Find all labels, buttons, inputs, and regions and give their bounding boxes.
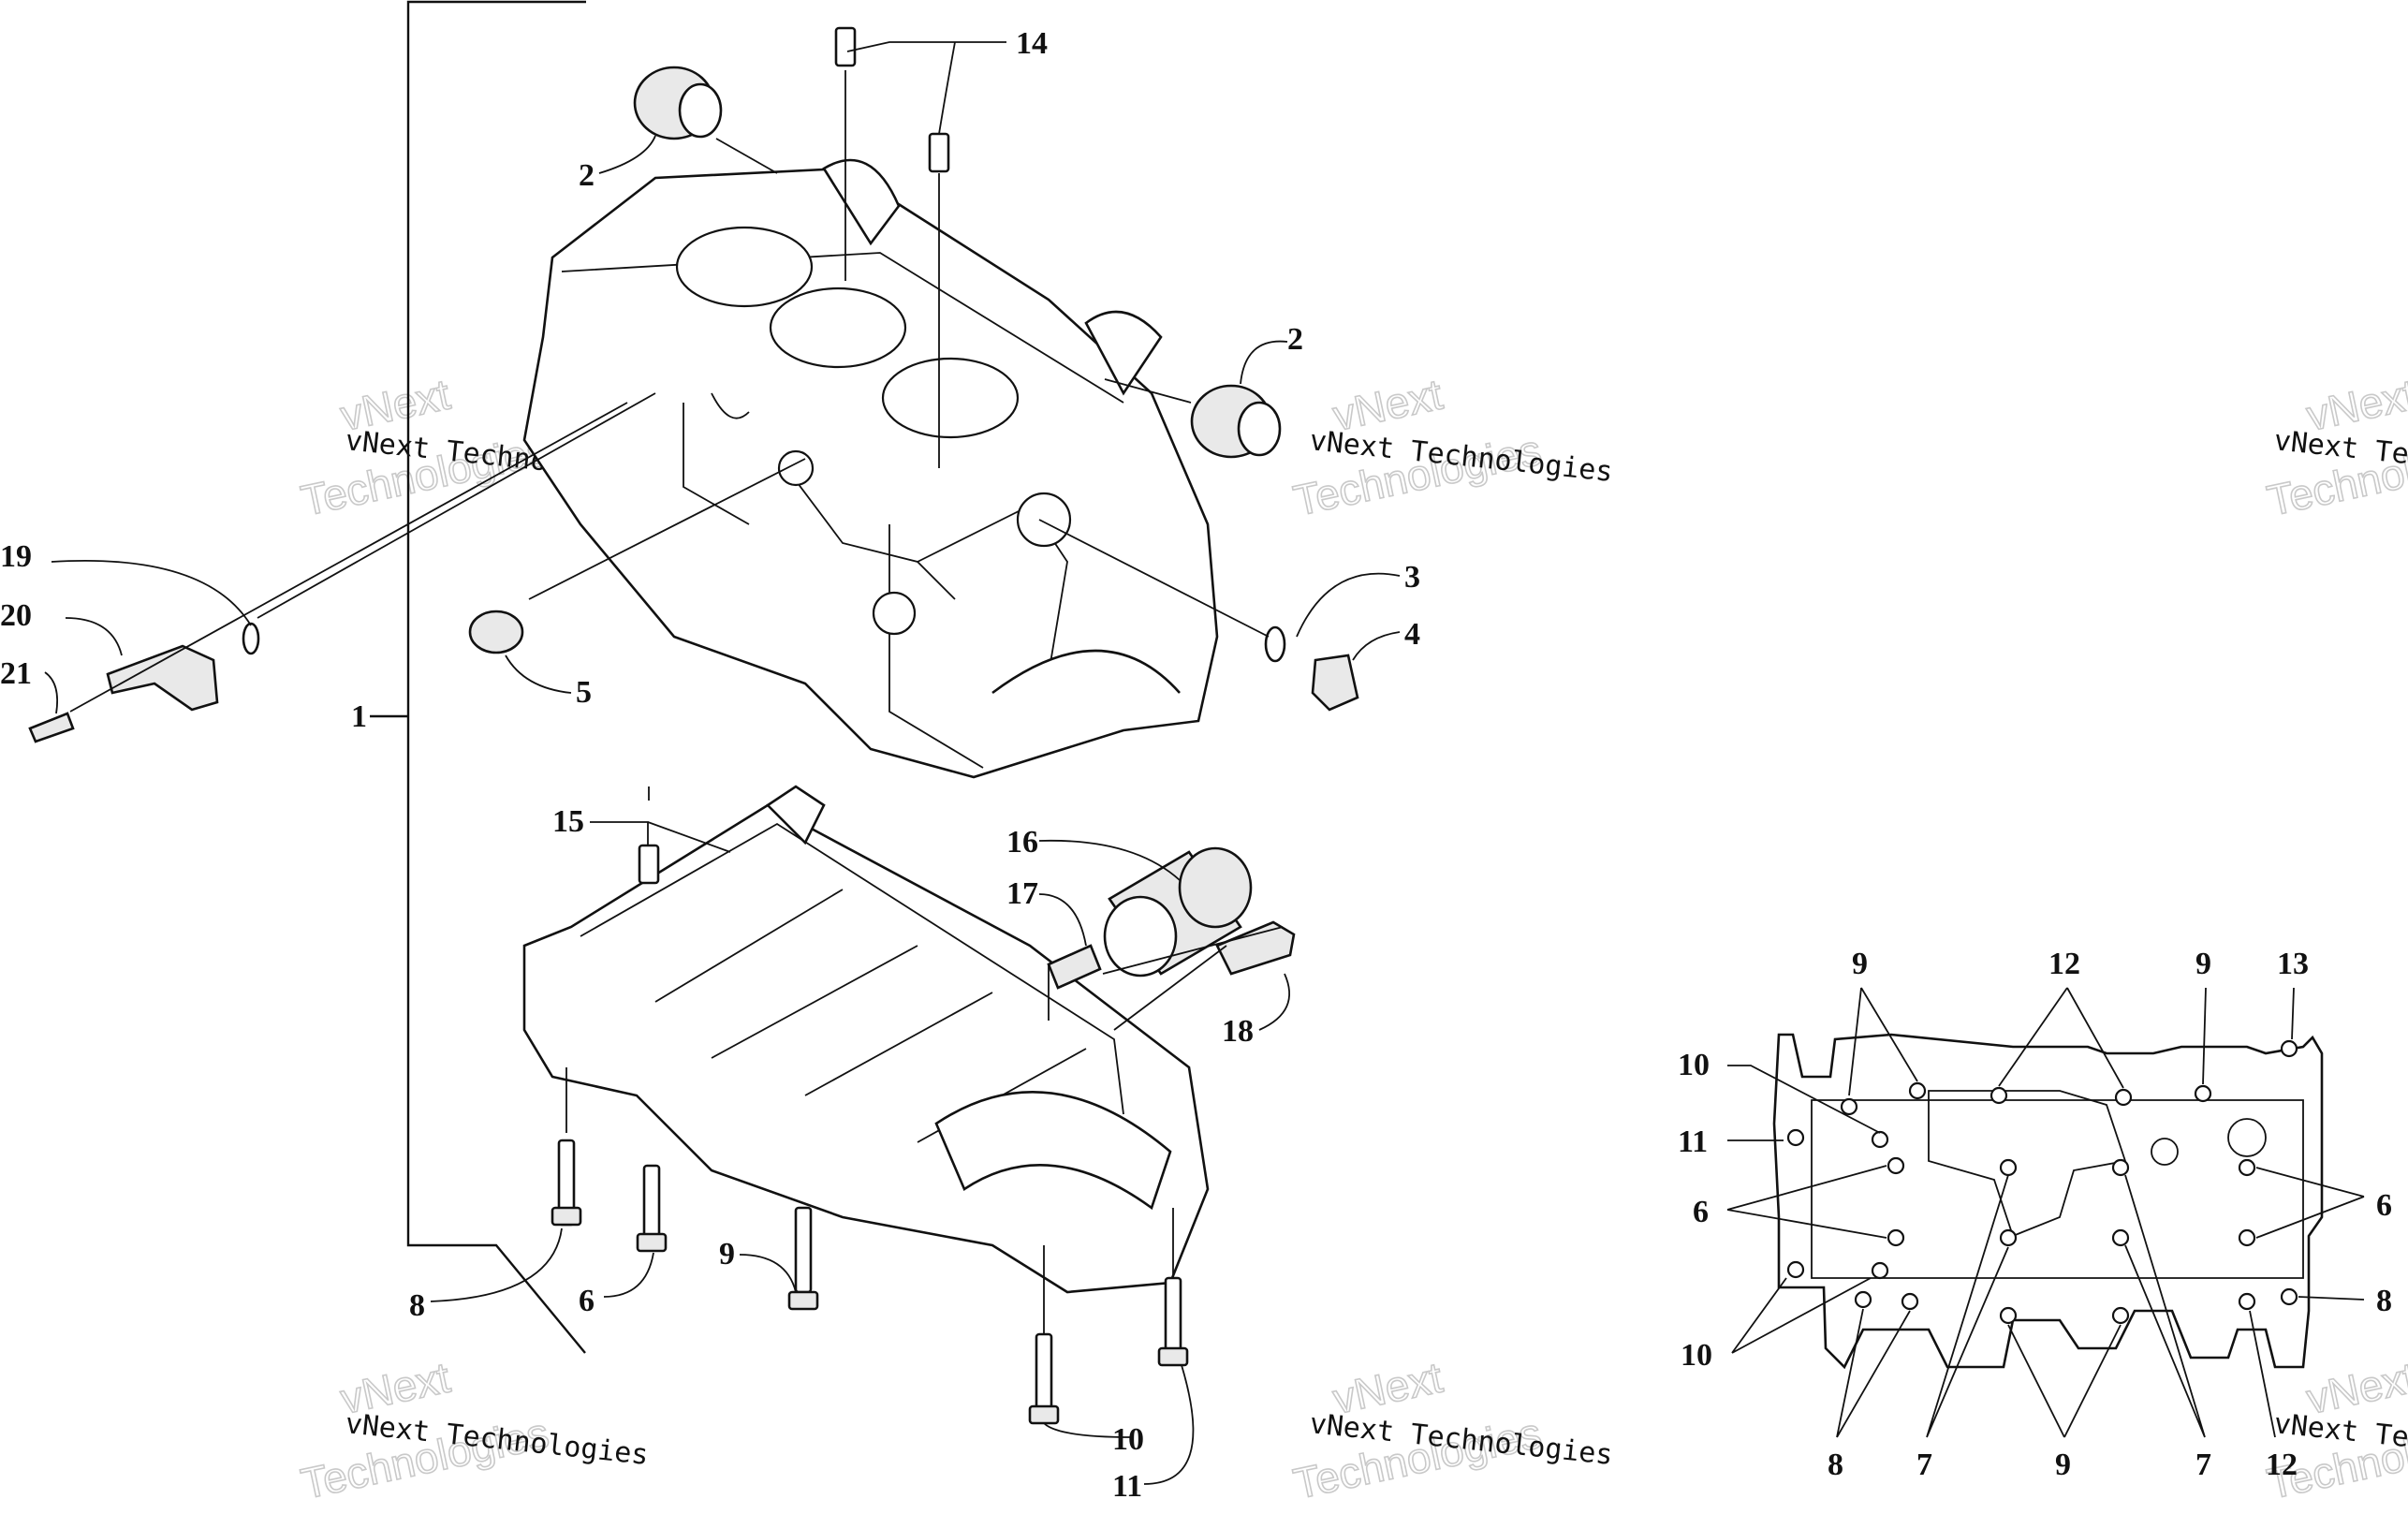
callout-4: 4 xyxy=(1404,617,1420,652)
callout-18: 18 xyxy=(1222,1014,1254,1049)
callout-15: 15 xyxy=(552,804,584,839)
assembly-bracket xyxy=(370,0,586,1354)
detail-callout-8: 8 xyxy=(1828,1448,1843,1482)
callout-2: 2 xyxy=(579,158,595,193)
callout-10: 10 xyxy=(1112,1422,1144,1457)
callout-6: 6 xyxy=(579,1284,595,1318)
detail-callout-11: 11 xyxy=(1678,1124,1708,1159)
detail-callout-12: 12 xyxy=(2048,947,2080,981)
detail-callout-10: 10 xyxy=(1678,1048,1710,1082)
callout-3: 3 xyxy=(1404,560,1420,595)
engine-mounts xyxy=(633,66,1282,459)
callout-21: 21 xyxy=(0,656,32,691)
small-parts xyxy=(28,610,1359,743)
detail-leader-lines xyxy=(1726,987,2365,1438)
detail-callout-6: 6 xyxy=(1693,1195,1709,1229)
callout-8: 8 xyxy=(409,1288,425,1323)
lower-crankcase xyxy=(522,785,1210,1294)
detail-callout-10: 10 xyxy=(1681,1338,1712,1373)
bolts xyxy=(551,1139,1189,1425)
callout-9: 9 xyxy=(719,1237,735,1271)
callout-labels: 14 2 2 3 4 5 19 20 21 1 15 16 17 18 9 8 … xyxy=(0,26,2392,1504)
detail-callout-7: 7 xyxy=(2195,1448,2211,1482)
bolt-pattern-detail xyxy=(1726,987,2365,1438)
callout-17: 17 xyxy=(1006,876,1038,911)
callout-14: 14 xyxy=(1016,26,1048,61)
leader-lines xyxy=(44,41,1401,1485)
detail-callout-13: 13 xyxy=(2277,947,2309,981)
detail-callout-9: 9 xyxy=(2055,1448,2071,1482)
callout-2: 2 xyxy=(1287,322,1303,357)
detail-callout-8: 8 xyxy=(2376,1284,2392,1318)
detail-callout-9: 9 xyxy=(1852,947,1868,981)
detail-callout-12: 12 xyxy=(2266,1448,2298,1482)
upper-crankcase xyxy=(522,158,1219,779)
detail-callout-9: 9 xyxy=(2195,947,2211,981)
callout-19: 19 xyxy=(0,539,32,574)
oil-filter-group xyxy=(1047,846,1296,990)
callout-5: 5 xyxy=(576,675,592,710)
detail-callout-6: 6 xyxy=(2376,1188,2392,1223)
callout-1: 1 xyxy=(351,699,367,734)
callout-11: 11 xyxy=(1112,1469,1142,1504)
callout-20: 20 xyxy=(0,598,32,633)
bolt-holes xyxy=(1786,1039,2298,1325)
detail-callout-7: 7 xyxy=(1916,1448,1932,1482)
callout-16: 16 xyxy=(1006,825,1038,860)
